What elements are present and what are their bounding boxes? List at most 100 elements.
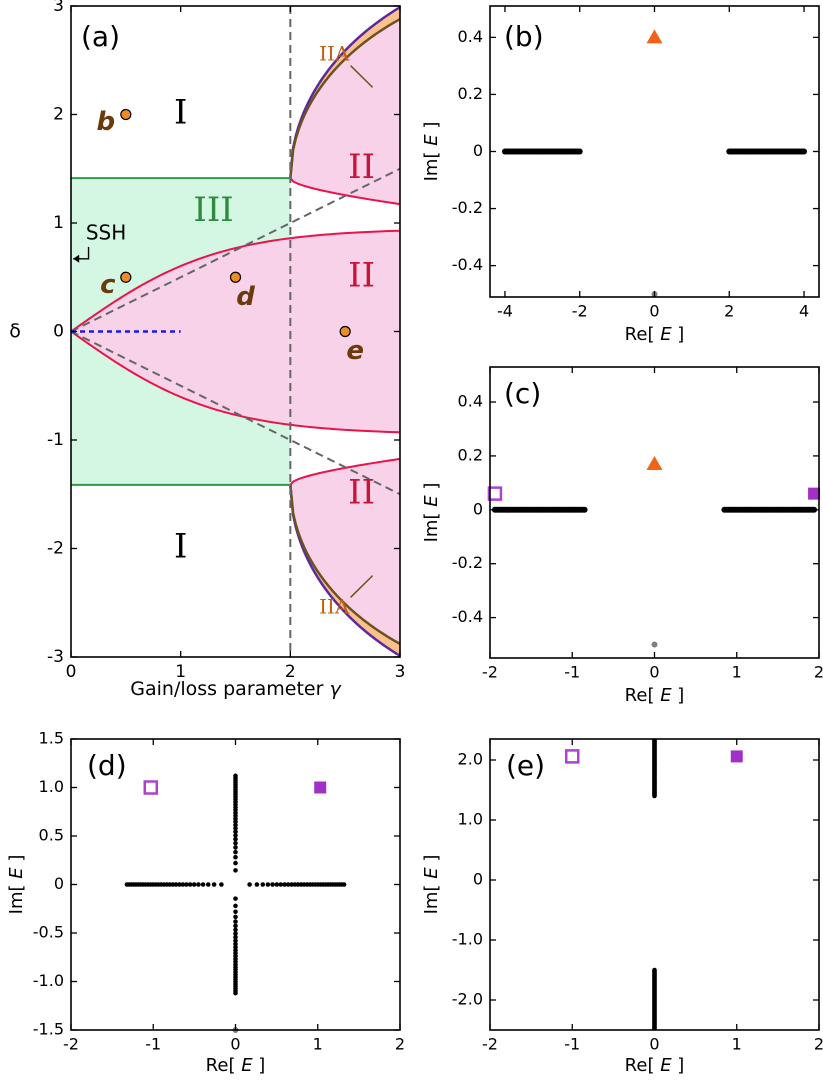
- y-axis-label-text: Im[ E ]: [421, 483, 442, 543]
- y-tick-label: 1.5: [39, 729, 64, 748]
- y-tick-label: 3: [53, 0, 64, 16]
- y-tick-label: 1.0: [458, 810, 483, 829]
- sample-point-c: [120, 271, 132, 283]
- y-tick-label: 1: [53, 213, 64, 233]
- label-part: Im[: [421, 512, 442, 542]
- band-point: [576, 148, 583, 155]
- y-axis-label-text: Im[ E ]: [6, 855, 27, 915]
- band-point: [265, 882, 271, 887]
- band-point: [233, 836, 238, 842]
- y-tick-label: 0.2: [458, 84, 483, 103]
- plot-area: [491, 506, 818, 513]
- sample-point-label-d: d: [236, 282, 255, 312]
- y-tick-label: 1.0: [39, 777, 64, 796]
- band-point: [233, 923, 238, 929]
- label-part: Im[: [421, 151, 442, 181]
- label-part: ]: [421, 483, 442, 490]
- region-label-I: I: [174, 93, 187, 133]
- band-point: [184, 882, 189, 887]
- region-label-I: I: [174, 527, 187, 567]
- x-tick-label: 0: [230, 1035, 240, 1054]
- ii-central-boundary-upper: [71, 229, 400, 333]
- sample-point-label-c: c: [100, 270, 116, 300]
- band-point: [270, 882, 275, 887]
- label-part: E: [421, 862, 442, 885]
- label-part: E: [235, 1055, 258, 1076]
- y-tick-label: 0: [54, 874, 64, 893]
- band-point: [233, 854, 238, 860]
- x-tick-label: -2: [482, 1035, 498, 1054]
- region-label-III: III: [193, 190, 233, 230]
- band-point: [233, 938, 238, 943]
- band-point: [233, 773, 238, 779]
- x-tick-label: -2: [63, 1035, 79, 1054]
- band-point: [177, 882, 182, 887]
- label-part: Re[: [206, 1055, 236, 1076]
- band-point: [233, 919, 238, 924]
- y-axis-label-text: Im[ E ]: [421, 855, 442, 915]
- band-point: [233, 860, 238, 866]
- x-tick-label: -1: [145, 1035, 161, 1054]
- x-tick-label: 1: [732, 1035, 742, 1054]
- y-tick-label: 0.2: [458, 445, 483, 464]
- x-tick-label: -2: [572, 302, 588, 321]
- ii-central-boundary-lower: [71, 330, 400, 434]
- band-point: [233, 903, 238, 909]
- band-point: [247, 882, 252, 887]
- band-point: [196, 882, 201, 887]
- band-point: [233, 849, 238, 855]
- band-point: [282, 882, 287, 887]
- label-part: ]: [6, 855, 27, 862]
- edge-state-open-square: [143, 780, 159, 795]
- band-point: [289, 882, 294, 887]
- x-axis-label: Gain/loss parameter γ: [130, 678, 342, 700]
- iia-inner-boundary: [289, 484, 400, 645]
- plot-area: [124, 773, 347, 996]
- y-axis-label-text: δ: [9, 320, 21, 342]
- edge-state-open-square: [487, 486, 503, 501]
- x-tick-label: 1: [732, 663, 742, 682]
- edge-state-triangle: [646, 456, 663, 470]
- x-axis-label: Re[ E ]: [625, 1055, 685, 1076]
- sample-point-label-b: b: [97, 107, 116, 137]
- band-point: [233, 941, 238, 947]
- ssh-label: SSH: [86, 220, 126, 244]
- x-tick-label: 2: [395, 1035, 405, 1054]
- y-tick-label: -0.4: [452, 255, 483, 274]
- x-tick-label: -2: [482, 663, 498, 682]
- edge-state-open-square: [565, 749, 580, 764]
- x-axis-label-text: Re[ E ]: [625, 685, 685, 706]
- iia-outer-boundary: [289, 6, 400, 179]
- label-part: Re[: [625, 685, 655, 706]
- x-tick-label: 2: [724, 302, 734, 321]
- x-tick-label: 1: [175, 662, 186, 682]
- y-tick-label: 0: [53, 322, 64, 342]
- y-tick-label: -0.5: [33, 923, 64, 942]
- band-point: [278, 882, 284, 887]
- x-axis-label: Re[ E ]: [206, 1055, 266, 1076]
- label-part: ]: [421, 122, 442, 129]
- band-point: [292, 882, 298, 887]
- x-tick-label: 2: [285, 662, 296, 682]
- label-part: E: [654, 324, 677, 345]
- label-part: E: [654, 1055, 677, 1076]
- band-point: [173, 882, 179, 887]
- x-axis-label-text: Gain/loss parameter γ: [130, 678, 342, 700]
- iia-pointer-bottom: [350, 575, 374, 598]
- band-point: [233, 845, 238, 850]
- band-point: [274, 882, 280, 887]
- x-tick-label: -1: [564, 663, 580, 682]
- y-axis-label: δ: [9, 320, 21, 342]
- y-tick-label: -2.0: [452, 990, 483, 1009]
- y-tick-label: -0.2: [452, 198, 483, 217]
- band-point: [219, 882, 224, 887]
- label-part: Im[: [6, 884, 27, 914]
- y-tick-label: 0: [473, 499, 483, 518]
- label-part: ]: [677, 1055, 684, 1076]
- band-point: [200, 882, 206, 887]
- label-part: γ: [329, 678, 342, 700]
- x-axis-label: Re[ E ]: [625, 324, 685, 345]
